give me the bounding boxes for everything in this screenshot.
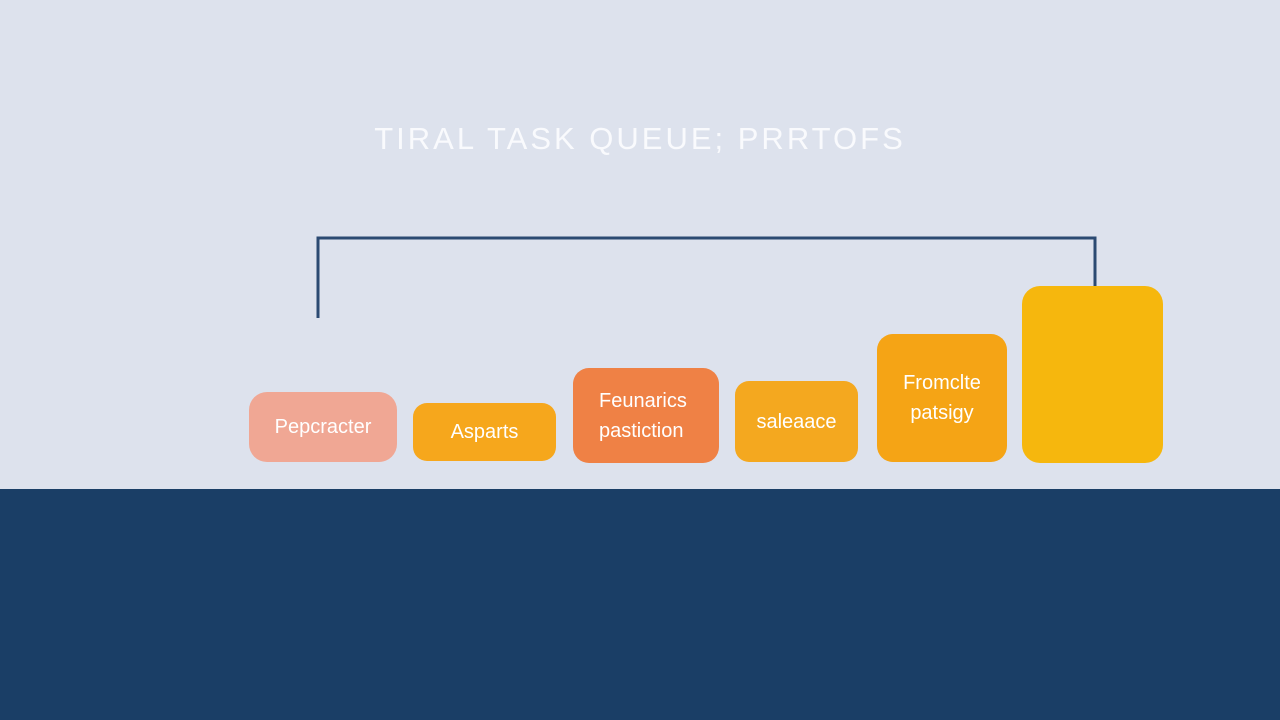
task-box-empty <box>1022 286 1163 463</box>
task-box-fromclte-patsigy: Fromclte patsigy <box>877 334 1007 462</box>
task-box-label: Feunarics pastiction <box>599 389 687 442</box>
task-box-saleaace: saleaace <box>735 381 858 462</box>
task-box-label: Asparts <box>450 421 519 443</box>
task-box-label: saleaace <box>756 410 837 433</box>
slide-title: TIRAL TASK QUEUE; PRRTOFS <box>374 121 906 156</box>
task-box-feunarics-pastiction: Feunarics pastiction <box>573 368 719 463</box>
task-box-label: Pepcracter <box>274 416 372 438</box>
task-box-label: Fromclte patsigy <box>903 372 981 424</box>
task-box-pepcracter: Pepcracter <box>249 392 397 462</box>
footer-band <box>0 489 1280 720</box>
task-box-asparts: Asparts <box>413 403 556 461</box>
